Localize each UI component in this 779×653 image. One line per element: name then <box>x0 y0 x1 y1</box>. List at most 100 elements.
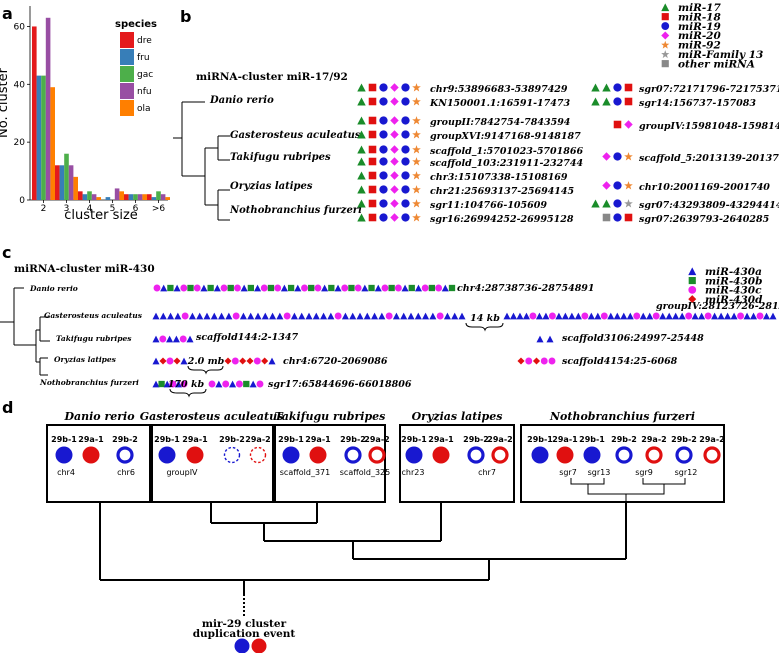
b-circ-marker <box>379 145 388 154</box>
b-star-marker <box>412 97 421 106</box>
bar-gac-2 <box>41 75 46 200</box>
b-right-sq-marker <box>613 120 622 129</box>
c-sq-marker <box>167 284 174 292</box>
c-tri-marker <box>334 284 342 292</box>
c-tri-marker <box>509 312 518 320</box>
c-sq-marker <box>247 284 255 292</box>
c-tri-marker <box>678 312 686 320</box>
species-box-title: Takifugu rubripes <box>275 410 386 423</box>
b-tri-marker <box>357 171 366 180</box>
legend-label-gac: gac <box>137 70 153 80</box>
gene-label: 29a-1 <box>78 435 104 444</box>
c-tri-marker <box>247 312 255 320</box>
panel-c-title: miRNA-cluster miR-430 <box>14 263 155 275</box>
species-box-title: Nothobranchius furzeri <box>549 410 695 423</box>
b-circ-marker <box>379 97 388 106</box>
c-sq-marker <box>328 284 335 292</box>
b-star-marker <box>412 116 421 125</box>
c-circ-marker <box>685 312 693 320</box>
b-circ-marker <box>379 185 388 194</box>
b-sq-marker <box>368 171 377 180</box>
b-right-circ-marker <box>613 181 622 190</box>
b-diam-marker <box>390 199 399 208</box>
y-tick-label: 20 <box>14 138 26 148</box>
c-tri-marker <box>555 312 563 320</box>
c-circ-marker <box>529 312 537 320</box>
c-tri-marker <box>626 312 634 320</box>
species-box-title: Oryzias latipes <box>412 410 503 423</box>
c-tri-marker <box>672 312 680 320</box>
x-tick-label: 6 <box>133 204 139 214</box>
legend-label: other miRNA <box>678 58 755 70</box>
panel-a-label: a <box>2 4 13 23</box>
legend-swatch-gac <box>120 66 134 82</box>
c-circ-marker <box>548 357 556 365</box>
b-circ-marker <box>379 157 388 166</box>
panel-d-tree <box>99 502 627 594</box>
legend-label: miR-430c <box>705 285 762 297</box>
b-left-location: sgr16:26994252-26995128 <box>430 214 574 225</box>
panel-b: b miRNA-cluster miR-17/92 miR-17miR-18mi… <box>173 2 779 225</box>
c-tri-marker <box>152 312 160 320</box>
gene-label: 29a-1 <box>552 435 578 444</box>
b-sq-marker <box>368 213 377 222</box>
legend-label-dre: dre <box>137 36 152 46</box>
b-right-circ-marker <box>613 152 622 161</box>
c-tri-marker <box>203 312 211 320</box>
b-star-marker <box>412 130 421 139</box>
legend-mir-430b-icon <box>688 276 696 285</box>
c-sq-marker <box>368 284 375 292</box>
c-circ-marker <box>633 312 641 320</box>
c-circ-marker <box>436 312 444 320</box>
b-circ-marker <box>401 185 410 194</box>
c-tri-marker <box>229 380 237 388</box>
b-left-location: scaffold_1:5701023-5701866 <box>430 146 583 157</box>
gene-circle-29b-1 <box>583 446 601 464</box>
c-circ-marker <box>704 312 712 320</box>
gap-brace-gac <box>465 322 504 332</box>
gene-label: 29b-1 <box>401 435 427 444</box>
b-diam-marker <box>390 83 399 92</box>
b-sq-marker <box>368 145 377 154</box>
c-tri-marker <box>341 312 349 320</box>
b-star-marker <box>412 199 421 208</box>
c-tri-marker <box>254 284 262 292</box>
gene-location: sgr12 <box>675 468 698 477</box>
c-circ-marker <box>208 380 216 388</box>
c-tri-marker <box>717 312 725 320</box>
gap-nfu: 170 kb <box>168 379 205 390</box>
bar-ola-6 <box>142 194 147 200</box>
legend-label: miR-19 <box>678 21 721 33</box>
loc-ola2: scaffold4154:25-6068 <box>562 356 678 367</box>
y-tick-label: 0 <box>19 196 25 206</box>
gene-label: 29b-1 <box>579 435 605 444</box>
bar-gac-6 <box>133 194 138 200</box>
c-sq-marker <box>428 284 436 292</box>
b-right-sq-marker <box>624 97 633 106</box>
gene-label: 29a-1 <box>182 435 208 444</box>
bar-nfu-5 <box>114 188 120 200</box>
gene-label: 29b-2 <box>219 435 245 444</box>
panel-d-label: d <box>2 398 13 417</box>
gene-label: 29b-2 <box>340 435 366 444</box>
b-sq-marker <box>368 83 377 92</box>
legend-mir-19-icon <box>661 22 670 30</box>
y-axis-label: No. cluster <box>0 67 11 138</box>
b-sq-marker <box>368 199 377 208</box>
b-circ-marker <box>379 116 388 125</box>
c-circ-marker <box>235 380 243 388</box>
c-sq-marker <box>243 380 250 388</box>
c-tri-marker <box>451 312 459 320</box>
c-tri-marker <box>152 357 160 365</box>
c-tri-marker <box>574 312 582 320</box>
b-tri-marker <box>357 97 366 106</box>
legend-swatch-nfu <box>120 83 134 99</box>
c-tri-marker <box>254 312 262 320</box>
b-right-location: scaffold_5:2013139-2013781 <box>639 153 779 164</box>
bar-gac-3 <box>64 153 69 200</box>
b-left-location: groupXVI:9147168-9148187 <box>430 131 581 142</box>
